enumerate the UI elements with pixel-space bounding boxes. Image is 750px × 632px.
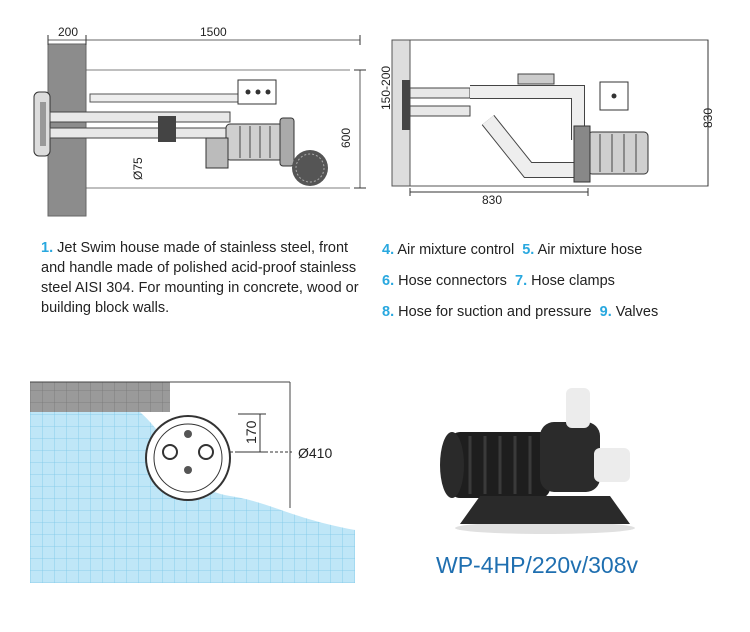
dim-length: 1500 (200, 25, 227, 39)
legend-number: 7. (515, 273, 528, 289)
dim-pipe-diameter: Ø75 (131, 157, 145, 180)
legend-number: 4. (382, 242, 395, 258)
dim-wall: 200 (58, 25, 78, 39)
legend-number: 6. (382, 273, 395, 289)
dim-diameter: Ø410 (298, 445, 332, 461)
side-view-diagram: 200 1500 600 Ø75 (30, 20, 370, 220)
dim-height-right: 830 (701, 108, 715, 128)
legend-item-1: 1. Jet Swim house made of stainless stee… (41, 238, 371, 318)
dim-vertical: 170 (243, 420, 259, 444)
legend-row-1: 4. Air mixture control 5. Air mixture ho… (382, 240, 742, 271)
legend-text: Hose connectors (398, 273, 507, 289)
legend-text: Air mixture control (397, 242, 515, 258)
legend-text: Jet Swim house made of stainless steel, … (41, 240, 359, 316)
pool-wall-diagram: 170 Ø410 (30, 378, 360, 588)
model-label: WP-4HP/220v/308v (436, 552, 638, 578)
legend-number: 9. (599, 304, 612, 320)
legend-row-2: 6. Hose connectors 7. Hose clamps (382, 271, 742, 302)
legend-text: Air mixture hose (537, 242, 643, 258)
legend-number: 8. (382, 304, 395, 320)
legend-number: 5. (522, 242, 535, 258)
legend-text: Hose for suction and pressure (398, 304, 592, 320)
legend-row-3: 8. Hose for suction and pressure 9. Valv… (382, 302, 742, 333)
legend-list: 4. Air mixture control 5. Air mixture ho… (382, 240, 742, 333)
pool-edge (30, 382, 170, 412)
dim-width: 830 (482, 193, 502, 207)
legend-text: Hose clamps (531, 273, 615, 289)
dim-height: 600 (339, 128, 353, 148)
legend-text: Valves (615, 304, 659, 320)
dim-offset: 150-200 (379, 66, 393, 110)
front-view-diagram: 150-200 830 830 (378, 30, 718, 220)
legend-number: 1. (41, 240, 54, 256)
pump-product-image (440, 378, 650, 538)
